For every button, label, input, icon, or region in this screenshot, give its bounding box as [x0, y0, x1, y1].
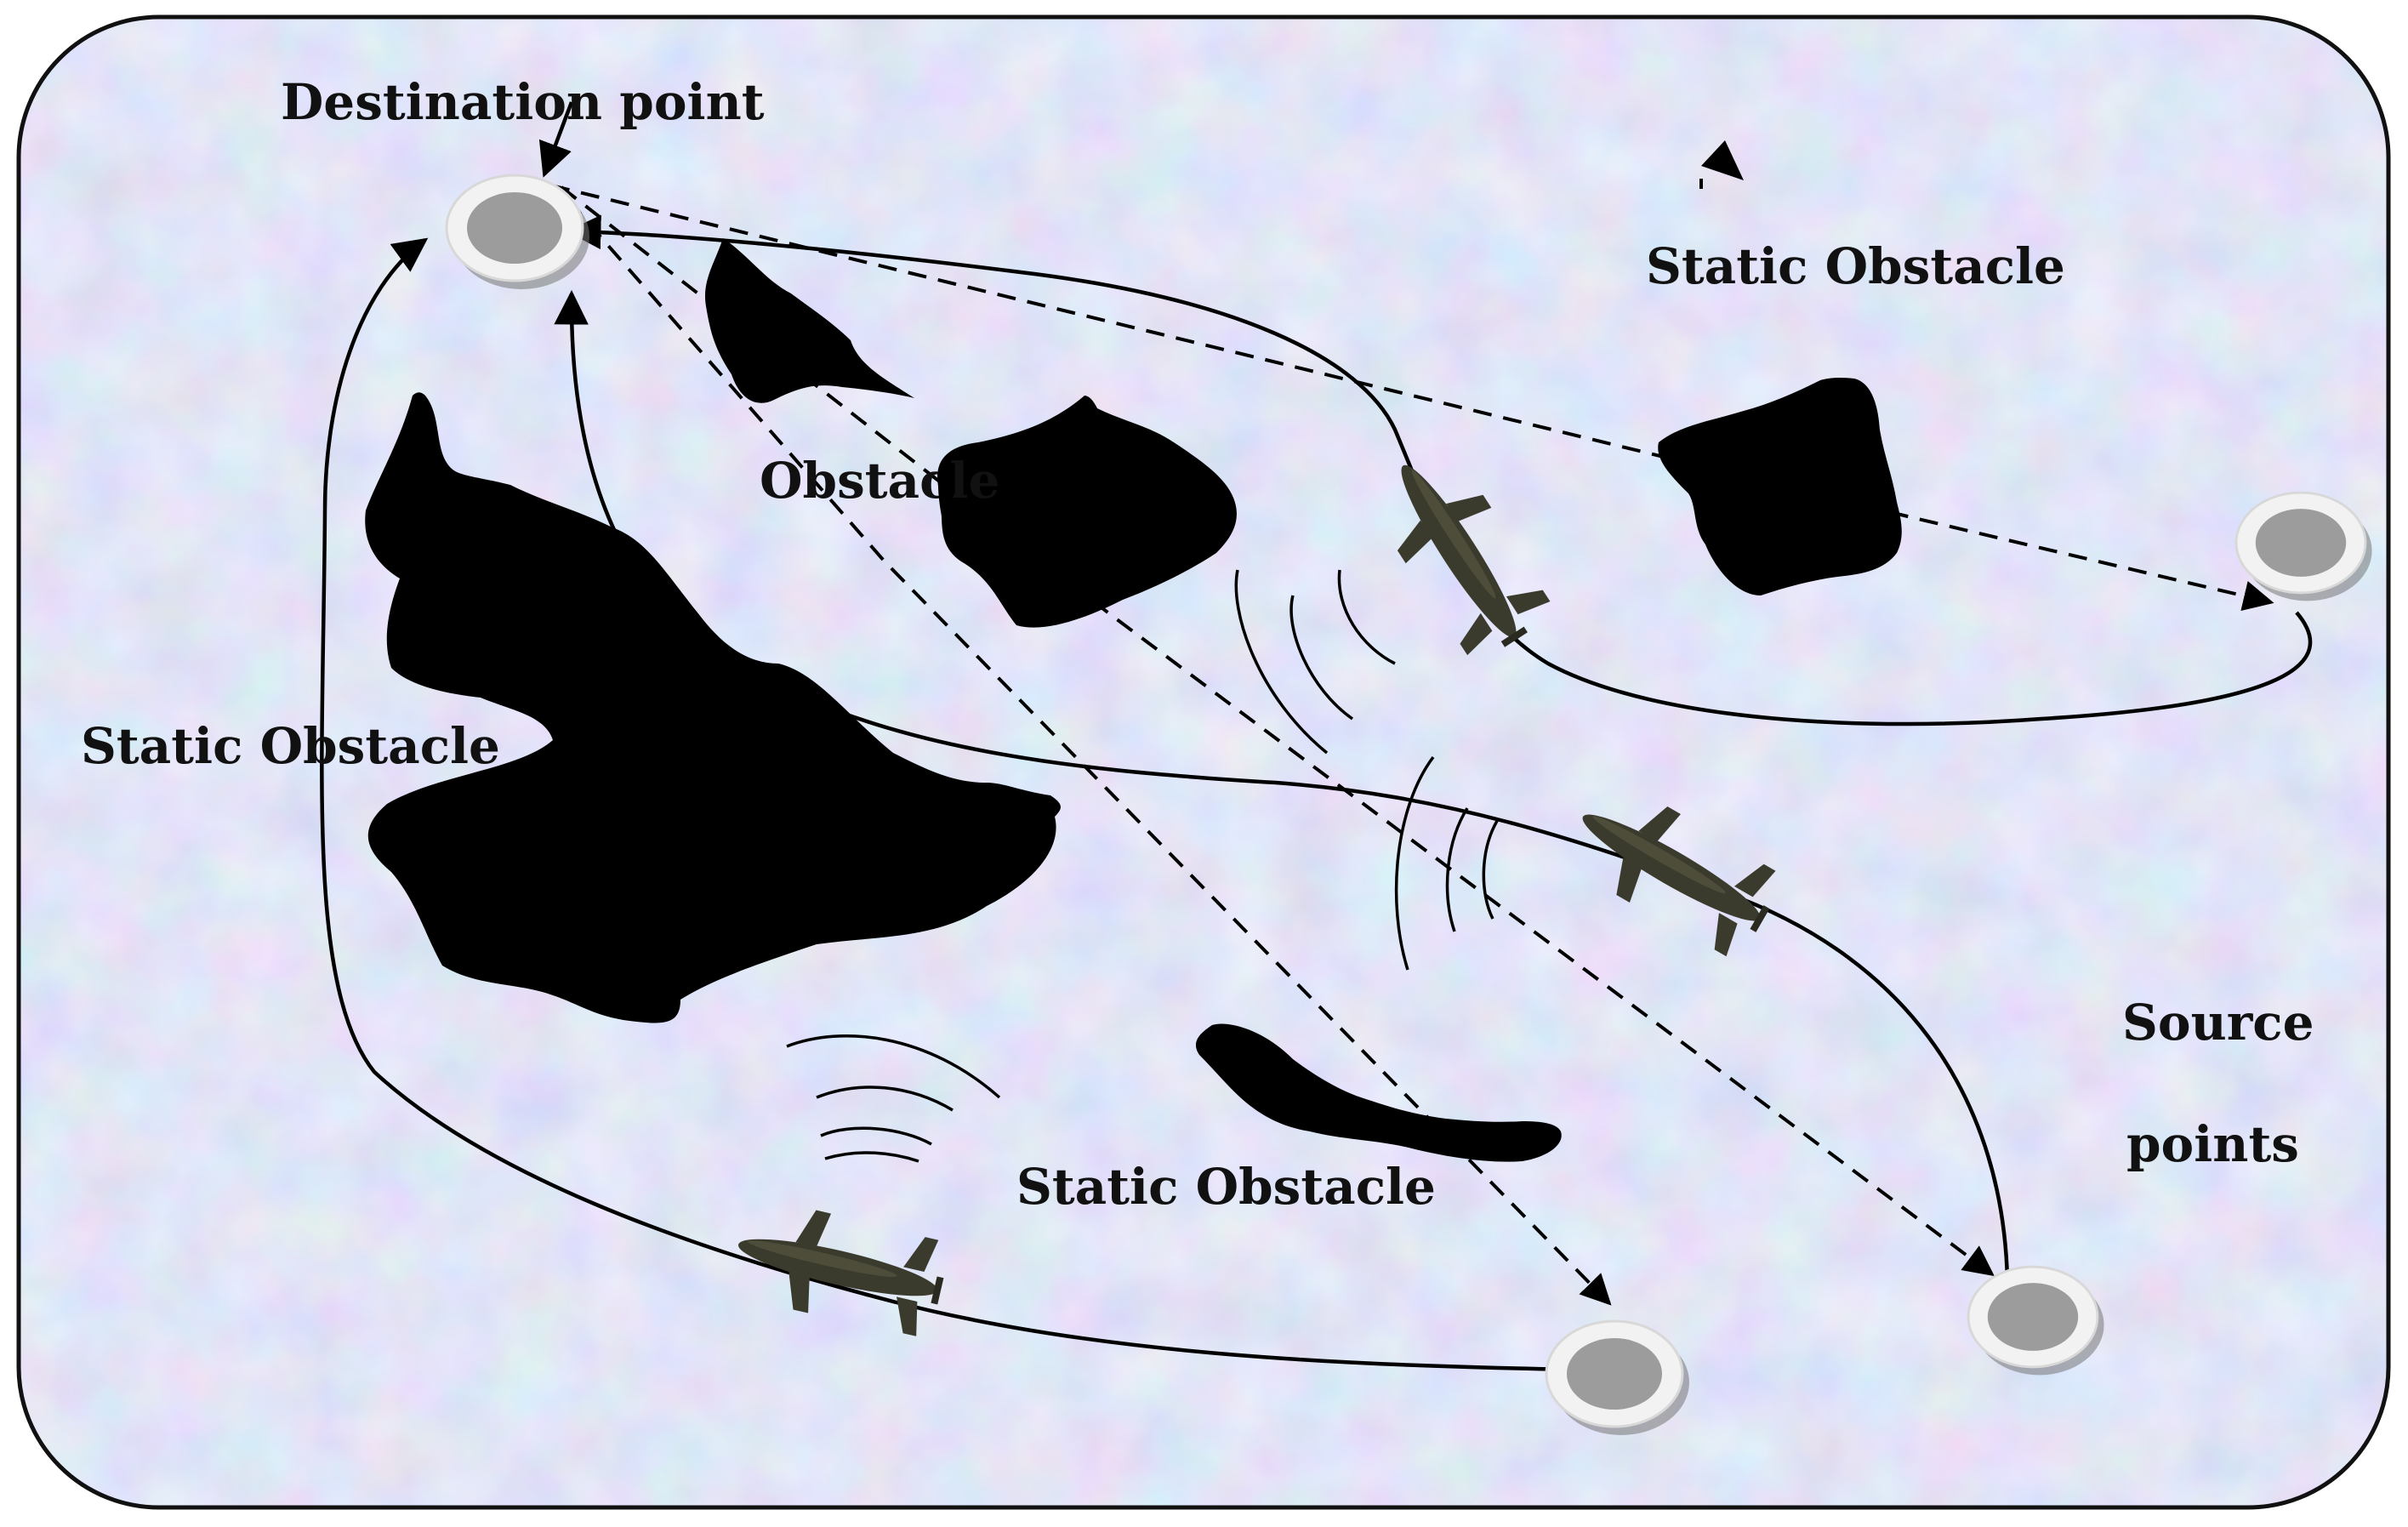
dashed-path-1: [550, 184, 2274, 612]
static-obstacles: [365, 238, 1902, 1162]
label-obstacle-partial: Obstacle: [760, 452, 999, 510]
sonar-waves: [786, 569, 1499, 1163]
obstacle-top-small: [705, 238, 914, 403]
obstacle-center-overlap: [937, 464, 954, 527]
dashed-path-2: [560, 185, 1995, 1277]
label-static-obstacle-top-right: Static Obstacle: [1646, 237, 2065, 295]
solid-path-2: [554, 289, 2010, 1281]
obstacle-center: [937, 396, 1237, 628]
label-source-line1: Source: [2122, 994, 2314, 1051]
diagram-frame: [16, 14, 2391, 1510]
sonar-icon: [1234, 569, 1396, 755]
label-source-line2: points: [2126, 1115, 2299, 1173]
planned-paths-dashed: [550, 179, 2274, 1306]
label-destination-point: Destination point: [281, 73, 765, 131]
destination-pointer: [538, 101, 574, 178]
sonar-icon: [786, 1034, 1001, 1163]
label-static-obstacle-bottom: Static Obstacle: [1016, 1158, 1436, 1216]
labels: Destination point Static Obstacle Obstac…: [81, 73, 2314, 1216]
obstacle-bottom: [1195, 1023, 1562, 1162]
label-static-obstacle-left: Static Obstacle: [81, 717, 500, 775]
obstacle-large-left: [365, 392, 1061, 1023]
dashed-path-3: [566, 198, 1612, 1306]
arrowhead-icon: [1701, 140, 1744, 180]
solid-path-3: [320, 237, 1574, 1372]
